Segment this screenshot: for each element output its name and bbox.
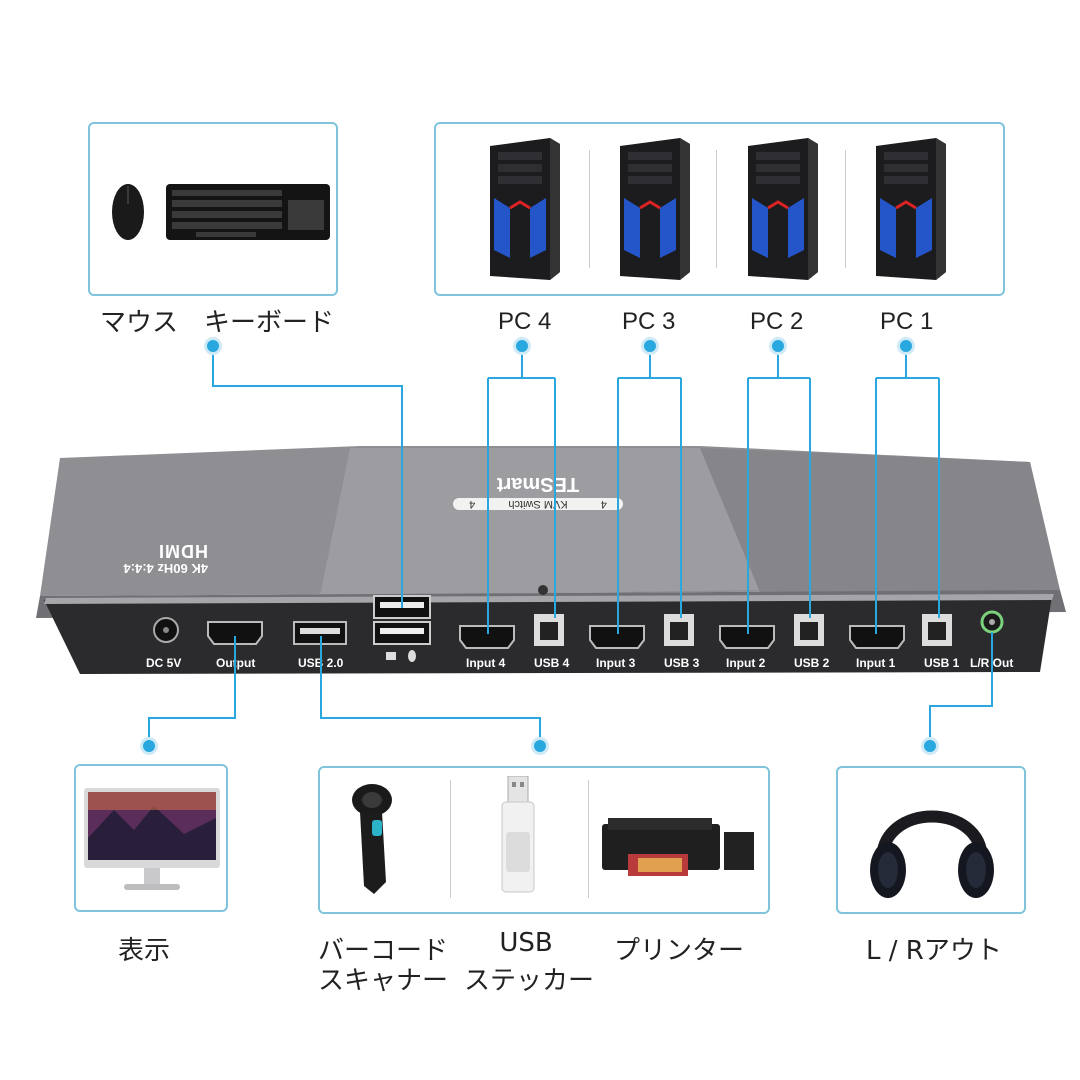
port-label-dc: DC 5V bbox=[146, 656, 182, 670]
barcode-scanner-icon bbox=[352, 784, 392, 894]
pc2-tower-icon bbox=[748, 138, 818, 280]
pc1-tower-icon bbox=[876, 138, 946, 280]
connector-dot-pc1 bbox=[900, 340, 912, 352]
pc4-tower-icon bbox=[490, 138, 560, 280]
barcode-label-line1: バーコード bbox=[318, 936, 449, 966]
printer-label: プリンター bbox=[614, 936, 745, 966]
keyboard-icon bbox=[166, 184, 330, 240]
pc4-label: PC 4 bbox=[498, 308, 552, 335]
usb-stick-icon bbox=[501, 776, 535, 893]
connector-dot-display bbox=[143, 740, 155, 752]
connector-dot-mouse-keyboard bbox=[207, 340, 219, 352]
audio-panel bbox=[836, 766, 1026, 914]
port-label-input4: Input 4 bbox=[466, 656, 506, 670]
port-label-input2: Input 2 bbox=[726, 656, 766, 670]
monitor-icon bbox=[84, 788, 220, 890]
pc3-tower-icon bbox=[620, 138, 690, 280]
connector-dot-pc4 bbox=[516, 340, 528, 352]
headphones-icon bbox=[870, 810, 994, 898]
port-label-usb3: USB 3 bbox=[664, 656, 700, 670]
usb-label-line1: USB bbox=[499, 928, 553, 958]
pc2-label: PC 2 bbox=[750, 308, 804, 335]
barcode-label-line2: スキャナー bbox=[318, 966, 449, 996]
mouse-keyboard-label: マウス キーボード bbox=[100, 308, 335, 338]
mouse-keyboard-panel bbox=[88, 122, 338, 296]
usb-label-line2: ステッカー bbox=[464, 966, 595, 996]
port-label-usb1: USB 1 bbox=[924, 656, 960, 670]
printer-icon bbox=[602, 818, 754, 876]
mouse-icon bbox=[112, 184, 144, 240]
port-label-usb2: USB 2 bbox=[794, 656, 830, 670]
display-panel bbox=[74, 764, 228, 912]
connector-dot-pc2 bbox=[772, 340, 784, 352]
audio-label: L / Rアウト bbox=[866, 936, 1002, 966]
connector-dot-audio bbox=[924, 740, 936, 752]
port-label-input1: Input 1 bbox=[856, 656, 896, 670]
port-label-usb4: USB 4 bbox=[534, 656, 570, 670]
pc1-label: PC 1 bbox=[880, 308, 934, 335]
connector-dot-usb-devices bbox=[534, 740, 546, 752]
port-label-input3: Input 3 bbox=[596, 656, 636, 670]
pc3-label: PC 3 bbox=[622, 308, 676, 335]
display-label: 表示 bbox=[118, 936, 171, 966]
connector-dot-pc3 bbox=[644, 340, 656, 352]
